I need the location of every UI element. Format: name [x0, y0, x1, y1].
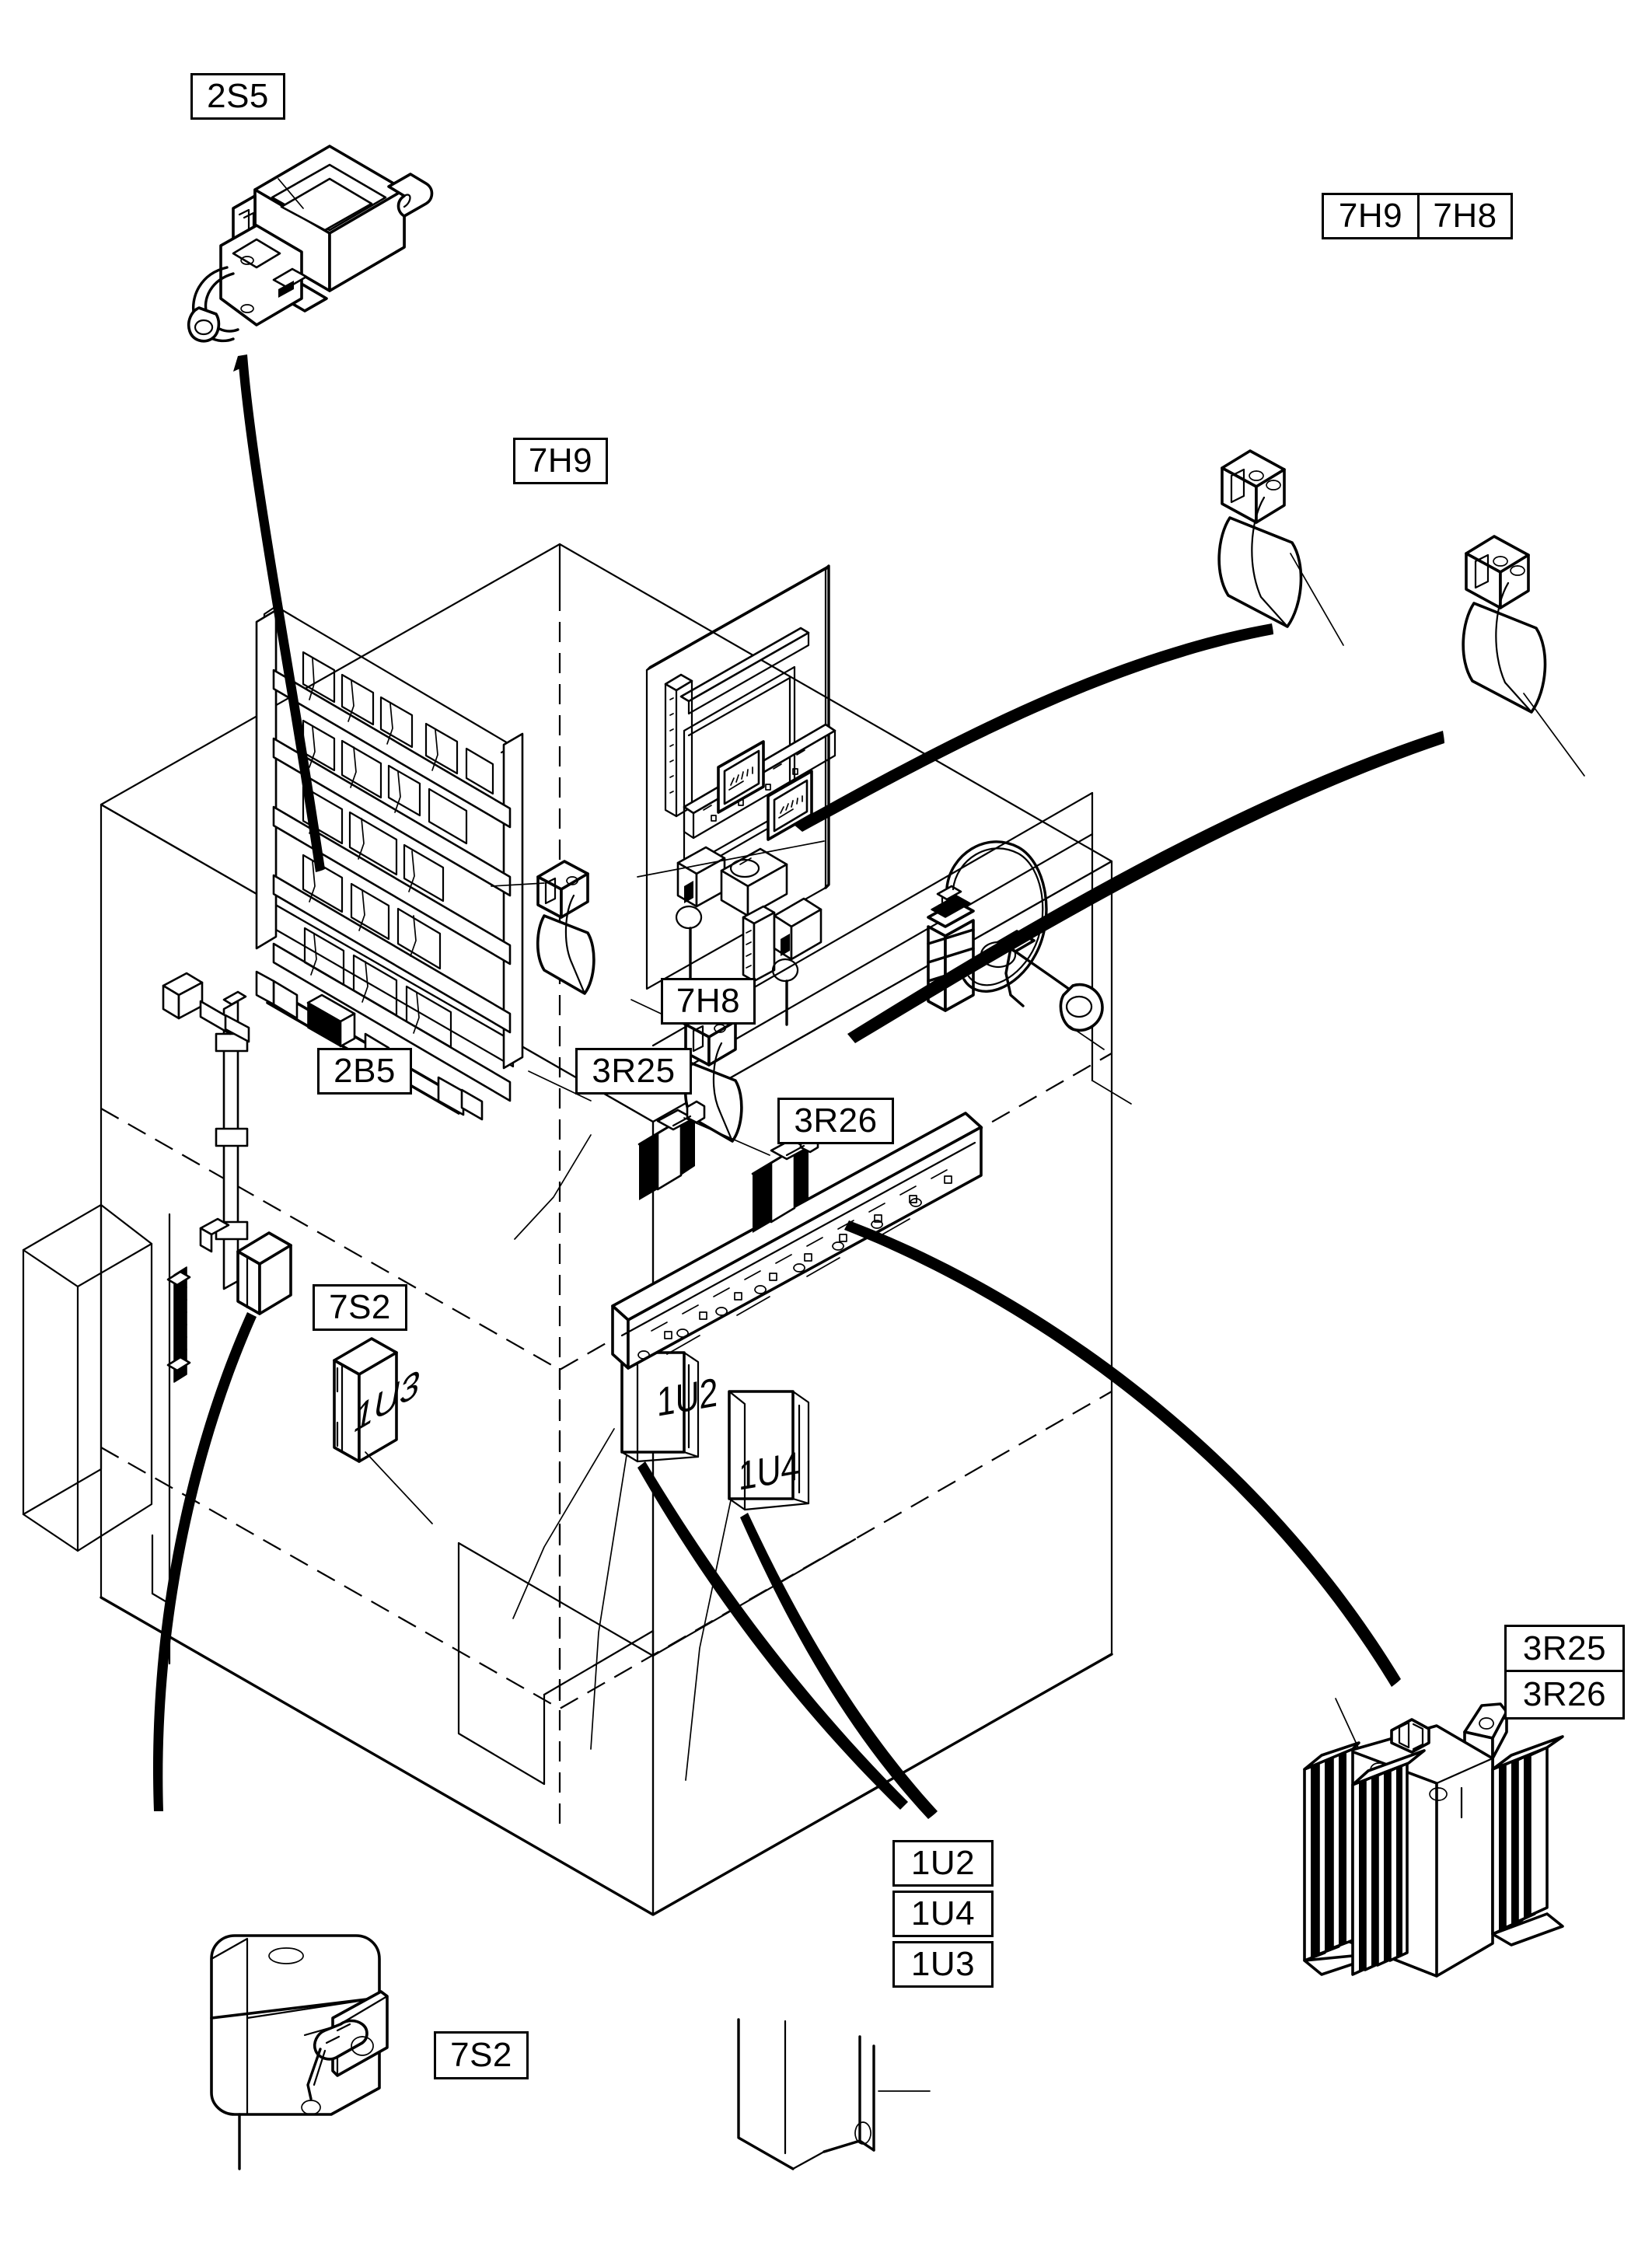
module-7s2-interior	[236, 1231, 292, 1315]
valve-7h9-interior	[536, 860, 595, 995]
panel-devices	[675, 846, 823, 1026]
callout-1u3-bottom-text: 1U3	[910, 1945, 976, 1983]
callout-7s2-bottom: 7S2	[434, 2031, 529, 2079]
callout-3r26-interior-text: 3R26	[794, 1102, 878, 1140]
callout-1u4-bottom: 1U4	[892, 1891, 994, 1937]
callout-3r26-stack-text: 3R26	[1504, 1672, 1625, 1720]
callout-7h8-text: 7H8	[1417, 195, 1511, 237]
callout-3r25-interior-text: 3R25	[592, 1052, 676, 1090]
callout-2b5: 2B5	[317, 1048, 412, 1095]
resistor-3r26-interior	[751, 1130, 819, 1233]
callout-2b5-text: 2B5	[334, 1052, 396, 1090]
callout-7h8-interior: 7H8	[661, 978, 756, 1025]
callout-7s2-interior: 7S2	[313, 1284, 407, 1331]
module-1u3	[333, 1337, 398, 1463]
callout-7s2-bottom-text: 7S2	[450, 2036, 512, 2074]
callout-3r25-stack-text: 3R25	[1504, 1625, 1625, 1672]
module-1u4	[728, 1390, 810, 1511]
valve-7h9-exploded	[1217, 449, 1344, 646]
limit-switch-2s5	[187, 145, 434, 343]
callout-7h9-text: 7H9	[1338, 197, 1403, 235]
door-fragment	[737, 2018, 931, 2170]
callout-1u3-bottom: 1U3	[892, 1941, 994, 1988]
callout-7h8-interior-text: 7H8	[676, 982, 741, 1020]
sensor-rail-2b5	[162, 970, 484, 1383]
callout-1u4-bottom-text: 1U4	[910, 1894, 976, 1933]
callout-3r26-interior: 3R26	[777, 1098, 894, 1144]
module-1u2	[620, 1351, 700, 1463]
callout-7h9-interior: 7H9	[513, 438, 608, 484]
part-text-1u4-label: 1U4	[739, 1444, 800, 1500]
rack-assembly	[255, 605, 524, 1102]
resistor-3r25-interior	[637, 1100, 706, 1200]
pressure-switch-7s2	[210, 1934, 389, 2170]
callout-7h9-interior-text: 7H9	[528, 442, 593, 480]
callout-1u2-bottom-text: 1U2	[910, 1844, 976, 1882]
callout-2s5: 2S5	[190, 73, 285, 120]
control-panel	[645, 564, 836, 1026]
leader-arrows	[152, 354, 1444, 1819]
perforated-din-rail	[611, 1112, 983, 1370]
part-text-1u2-label: 1U2	[657, 1370, 718, 1426]
callout-7h9-7h8: 7H9 7H8	[1322, 193, 1513, 239]
valve-7h8-exploded	[1462, 535, 1585, 777]
callout-7s2-interior-text: 7S2	[329, 1288, 391, 1326]
callout-2s5-text: 2S5	[207, 77, 269, 115]
callout-1u2-bottom: 1U2	[892, 1840, 994, 1887]
callout-3r25-3r26-stack: 3R25 3R26	[1504, 1625, 1625, 1720]
callout-3r25-interior: 3R25	[575, 1048, 692, 1095]
resistor-3r25-3r26-exploded	[1303, 1698, 1564, 1978]
